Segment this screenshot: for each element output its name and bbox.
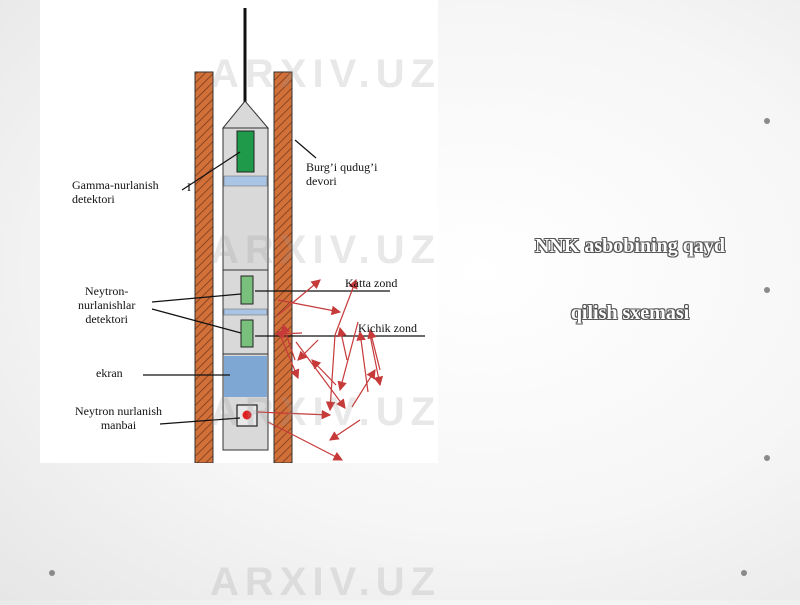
neutron-detectors-label: Neytron- nurlanishlar detektori <box>78 284 136 326</box>
decor-dot <box>764 455 770 461</box>
slide-title-line1: NNK asbobining qayd <box>534 235 726 257</box>
screen-block <box>224 356 267 397</box>
right-well-wall <box>273 71 293 463</box>
tool-top-cone <box>221 100 270 129</box>
neutron-detector-lower <box>240 319 254 348</box>
watermark: ARXIV.UZ <box>210 228 442 272</box>
slide-title-line2: qilish sxemasi <box>570 302 690 324</box>
large-probe-label: Katta zond <box>345 276 398 290</box>
well-wall-label: Burg’i qudug’i devori <box>306 160 378 188</box>
gamma-detector <box>236 130 255 173</box>
divider-upper <box>223 175 268 187</box>
left-well-wall <box>194 71 214 463</box>
neutron-detector-upper <box>240 275 254 305</box>
diagram-panel: Gamma-nurlanish detektori I Burg’i qudug… <box>40 0 438 463</box>
small-probe-label: Kichik zond <box>358 321 417 335</box>
watermark: ARXIV.UZ <box>210 560 442 604</box>
decor-dot <box>49 570 55 576</box>
watermark: ARXIV.UZ <box>210 52 442 96</box>
well-logging-diagram <box>143 8 425 463</box>
mark-one-label: I <box>187 180 191 194</box>
neutron-scatter-arrows <box>256 278 384 461</box>
decor-dot <box>741 570 747 576</box>
watermark: ARXIV.UZ <box>210 390 442 434</box>
neutron-source <box>242 410 252 420</box>
decor-dot <box>764 118 770 124</box>
gamma-detector-label: Gamma-nurlanish detektori <box>72 178 159 206</box>
divider-middle <box>223 308 268 316</box>
neutron-source-label: Neytron nurlanish manbai <box>75 404 162 432</box>
decor-dot <box>764 287 770 293</box>
screen-label: ekran <box>96 366 123 380</box>
